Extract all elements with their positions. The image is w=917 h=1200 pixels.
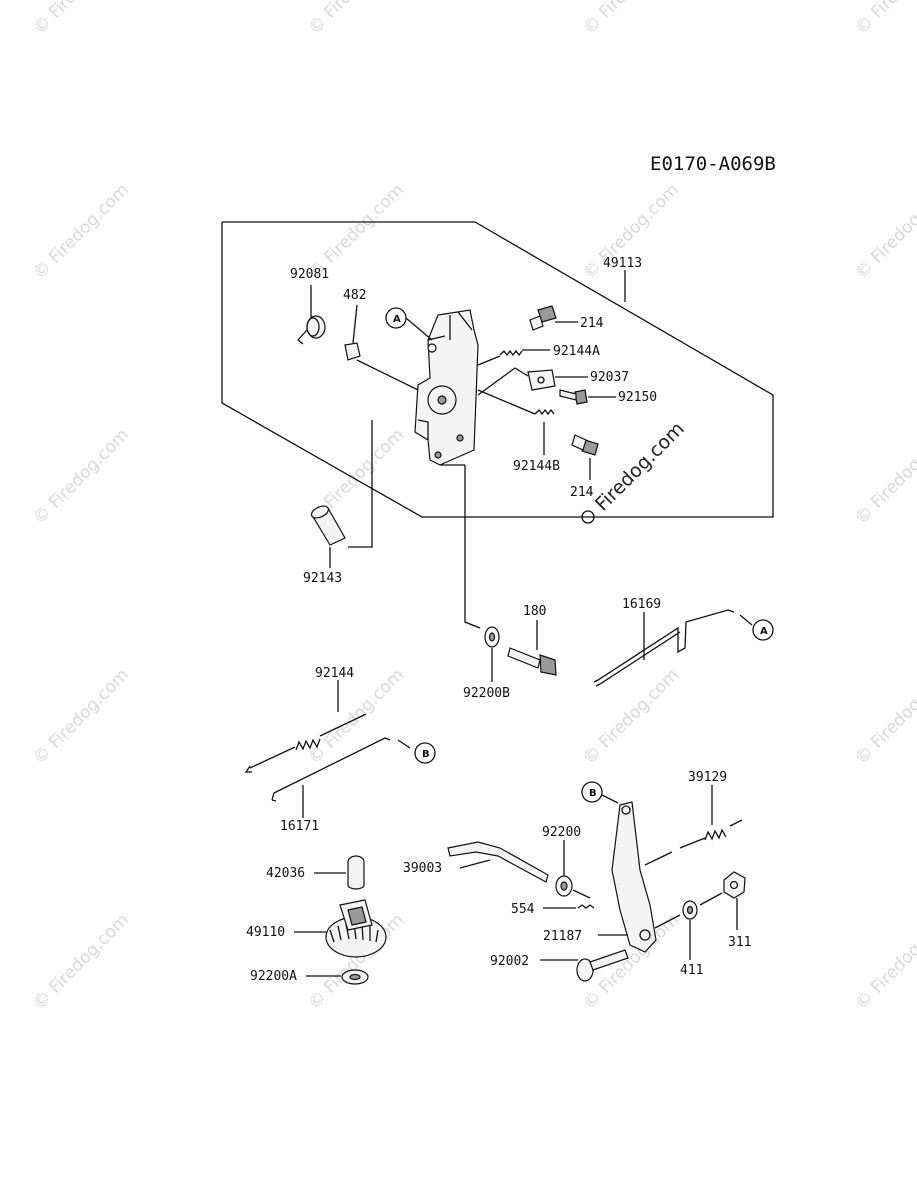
- bolt-214-top: [529, 305, 557, 331]
- clip-482: [344, 342, 361, 361]
- spring-92144B: [534, 408, 555, 416]
- ref-mark-b-circle: [581, 781, 603, 803]
- label-92144: 92144: [315, 666, 354, 681]
- label-16171: 16171: [280, 819, 319, 834]
- label-92143: 92143: [303, 571, 342, 586]
- label-39003: 39003: [403, 861, 442, 876]
- watermark: © Firedog.com: [29, 910, 133, 1014]
- watermark: © Firedog.com: [851, 0, 917, 39]
- label-92002: 92002: [490, 954, 529, 969]
- lever-39003: [447, 841, 549, 883]
- diagram-code: E0170-A069B: [650, 153, 776, 175]
- label-214-bottom: 214: [570, 485, 594, 500]
- assembly-outline: [221, 221, 774, 518]
- watermark: © Firedog.com: [29, 665, 133, 769]
- ref-mark-b: B: [422, 749, 430, 760]
- washer-92200: [555, 875, 573, 897]
- label-92150: 92150: [618, 390, 657, 405]
- watermark: © Firedog.com: [29, 180, 133, 284]
- label-92200B: 92200B: [463, 686, 510, 701]
- clamp-92037: [527, 369, 556, 391]
- bushing-92143: [310, 505, 346, 546]
- gear-49110: [325, 899, 387, 958]
- label-482: 482: [343, 288, 366, 303]
- watermark-layer: © Firedog.com © Firedog.com © Firedog.co…: [29, 0, 917, 1014]
- watermark: © Firedog.com: [29, 0, 133, 39]
- label-92037: 92037: [590, 370, 629, 385]
- spring-39129: [679, 819, 743, 849]
- label-92144B: 92144B: [513, 459, 560, 474]
- center-watermark: Firedog.com: [591, 418, 689, 516]
- label-49110: 49110: [246, 925, 285, 940]
- label-92081: 92081: [290, 267, 329, 282]
- watermark: © Firedog.com: [579, 665, 683, 769]
- label-311: 311: [728, 935, 751, 950]
- label-42036: 42036: [266, 866, 305, 881]
- control-bracket: [414, 309, 479, 466]
- watermark: © Firedog.com: [579, 0, 683, 39]
- washer-92200A: [341, 969, 369, 985]
- rod-16169: [593, 609, 735, 687]
- label-214-top: 214: [580, 316, 604, 331]
- spring-92144: [244, 713, 367, 773]
- ref-mark-b: B: [589, 788, 597, 799]
- bolt-92002: [576, 949, 629, 982]
- label-39129: 39129: [688, 770, 727, 785]
- label-180: 180: [523, 604, 546, 619]
- ref-mark-a-circle: [752, 619, 774, 641]
- bolt-214-bottom: [571, 434, 599, 456]
- spring-92144A: [499, 349, 523, 357]
- ref-mark-a: A: [760, 626, 768, 637]
- watermark: © Firedog.com: [851, 910, 917, 1014]
- spring-92081: [297, 315, 326, 345]
- label-49113: 49113: [603, 256, 642, 271]
- watermark: © Firedog.com: [304, 0, 408, 39]
- watermark: © Firedog.com: [851, 665, 917, 769]
- label-92200: 92200: [542, 825, 581, 840]
- pin-554: [577, 904, 595, 909]
- label-21187: 21187: [543, 929, 582, 944]
- bolt-180: [507, 647, 557, 676]
- washer-411: [682, 900, 698, 920]
- nut-311: [723, 871, 746, 899]
- label-92144A: 92144A: [553, 344, 600, 359]
- label-92200A: 92200A: [250, 969, 297, 984]
- ref-mark-a: A: [393, 314, 401, 325]
- watermark: © Firedog.com: [29, 425, 133, 529]
- pin-42036: [347, 855, 365, 890]
- label-411: 411: [680, 963, 703, 978]
- label-554: 554: [511, 902, 535, 917]
- ref-mark-b-circle: [414, 742, 436, 764]
- bolt-92150: [559, 389, 588, 405]
- label-16169: 16169: [622, 597, 661, 612]
- watermark: © Firedog.com: [851, 180, 917, 284]
- lever-21187: [611, 801, 657, 953]
- washer-92200B: [484, 626, 500, 648]
- rod-16171: [271, 737, 391, 802]
- watermark: © Firedog.com: [851, 425, 917, 529]
